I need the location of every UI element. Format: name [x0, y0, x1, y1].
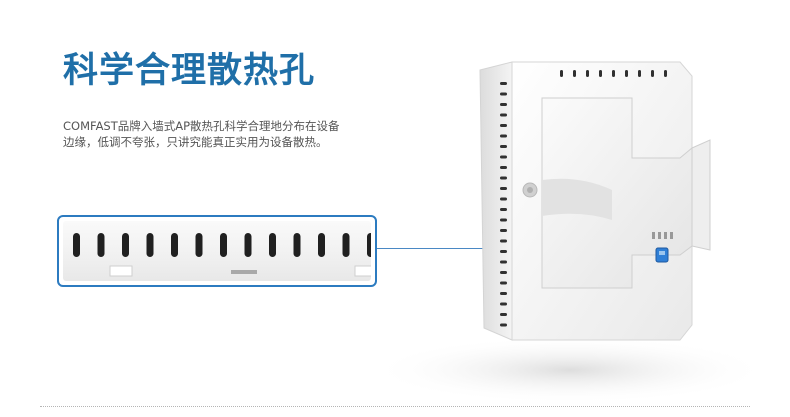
side-vent-slot: [500, 124, 507, 127]
vent-slots-detail-icon: [63, 221, 371, 281]
side-vent-slot: [500, 250, 507, 253]
vent-slot: [122, 233, 129, 257]
side-vent-slot: [500, 134, 507, 138]
vent-slot: [342, 233, 350, 257]
page-title: 科学合理散热孔: [63, 51, 316, 91]
vent-slot: [367, 233, 371, 257]
vent-slot: [73, 233, 80, 257]
top-vent-slot: [664, 70, 667, 77]
side-vent-slot: [500, 229, 507, 232]
side-vent-slot: [500, 103, 507, 106]
side-vent-slot: [500, 323, 507, 327]
vent-slot: [171, 233, 178, 257]
top-vent-slot: [651, 70, 654, 77]
side-vent-slot: [500, 113, 507, 117]
top-vent-slot: [560, 70, 563, 77]
side-vent-slot: [500, 218, 507, 222]
vent-slot: [97, 233, 105, 257]
side-vent-slot: [500, 92, 507, 96]
side-vent-slot: [500, 292, 507, 295]
vent-detail-zoom: [57, 215, 377, 287]
bottom-dotted-divider: [40, 406, 750, 407]
side-vent-slot: [500, 145, 507, 148]
vent-slot: [269, 233, 276, 257]
vent-slot: [146, 233, 154, 257]
side-vent-slot: [500, 302, 507, 306]
wall-ap-device-icon: [370, 40, 790, 410]
description-line-2: 边缘，低调不夸张，只讲究能真正实用为设备散热。: [63, 135, 328, 149]
callout-leader-line: [377, 248, 530, 249]
top-vent-slot: [625, 70, 628, 77]
side-vent-slot: [500, 208, 507, 211]
side-vent-slot: [500, 271, 507, 274]
side-vent-slot: [500, 239, 507, 243]
side-vent-slot: [500, 166, 507, 169]
vent-slot: [244, 233, 252, 257]
description: COMFAST品牌入墙式AP散热孔科学合理地分布在设备 边缘，低调不夸张，只讲究…: [63, 118, 408, 150]
side-vent-slot: [500, 155, 507, 159]
description-line-1: COMFAST品牌入墙式AP散热孔科学合理地分布在设备: [63, 119, 340, 133]
side-vent-slot: [500, 197, 507, 201]
vent-slot: [220, 233, 227, 257]
side-vent-slot: [500, 260, 507, 264]
top-vent-slot: [586, 70, 589, 77]
side-vent-slot: [500, 281, 507, 285]
top-vent-slot: [612, 70, 615, 77]
vent-slot: [293, 233, 301, 257]
vent-slot: [318, 233, 325, 257]
top-vent-slot: [573, 70, 576, 77]
side-vent-slot: [500, 82, 507, 85]
side-vent-slot: [500, 176, 507, 180]
top-vent-slot: [599, 70, 602, 77]
side-vent-slot: [500, 313, 507, 316]
vent-slot: [195, 233, 203, 257]
top-vent-slot: [638, 70, 641, 77]
side-vent-slot: [500, 187, 507, 190]
